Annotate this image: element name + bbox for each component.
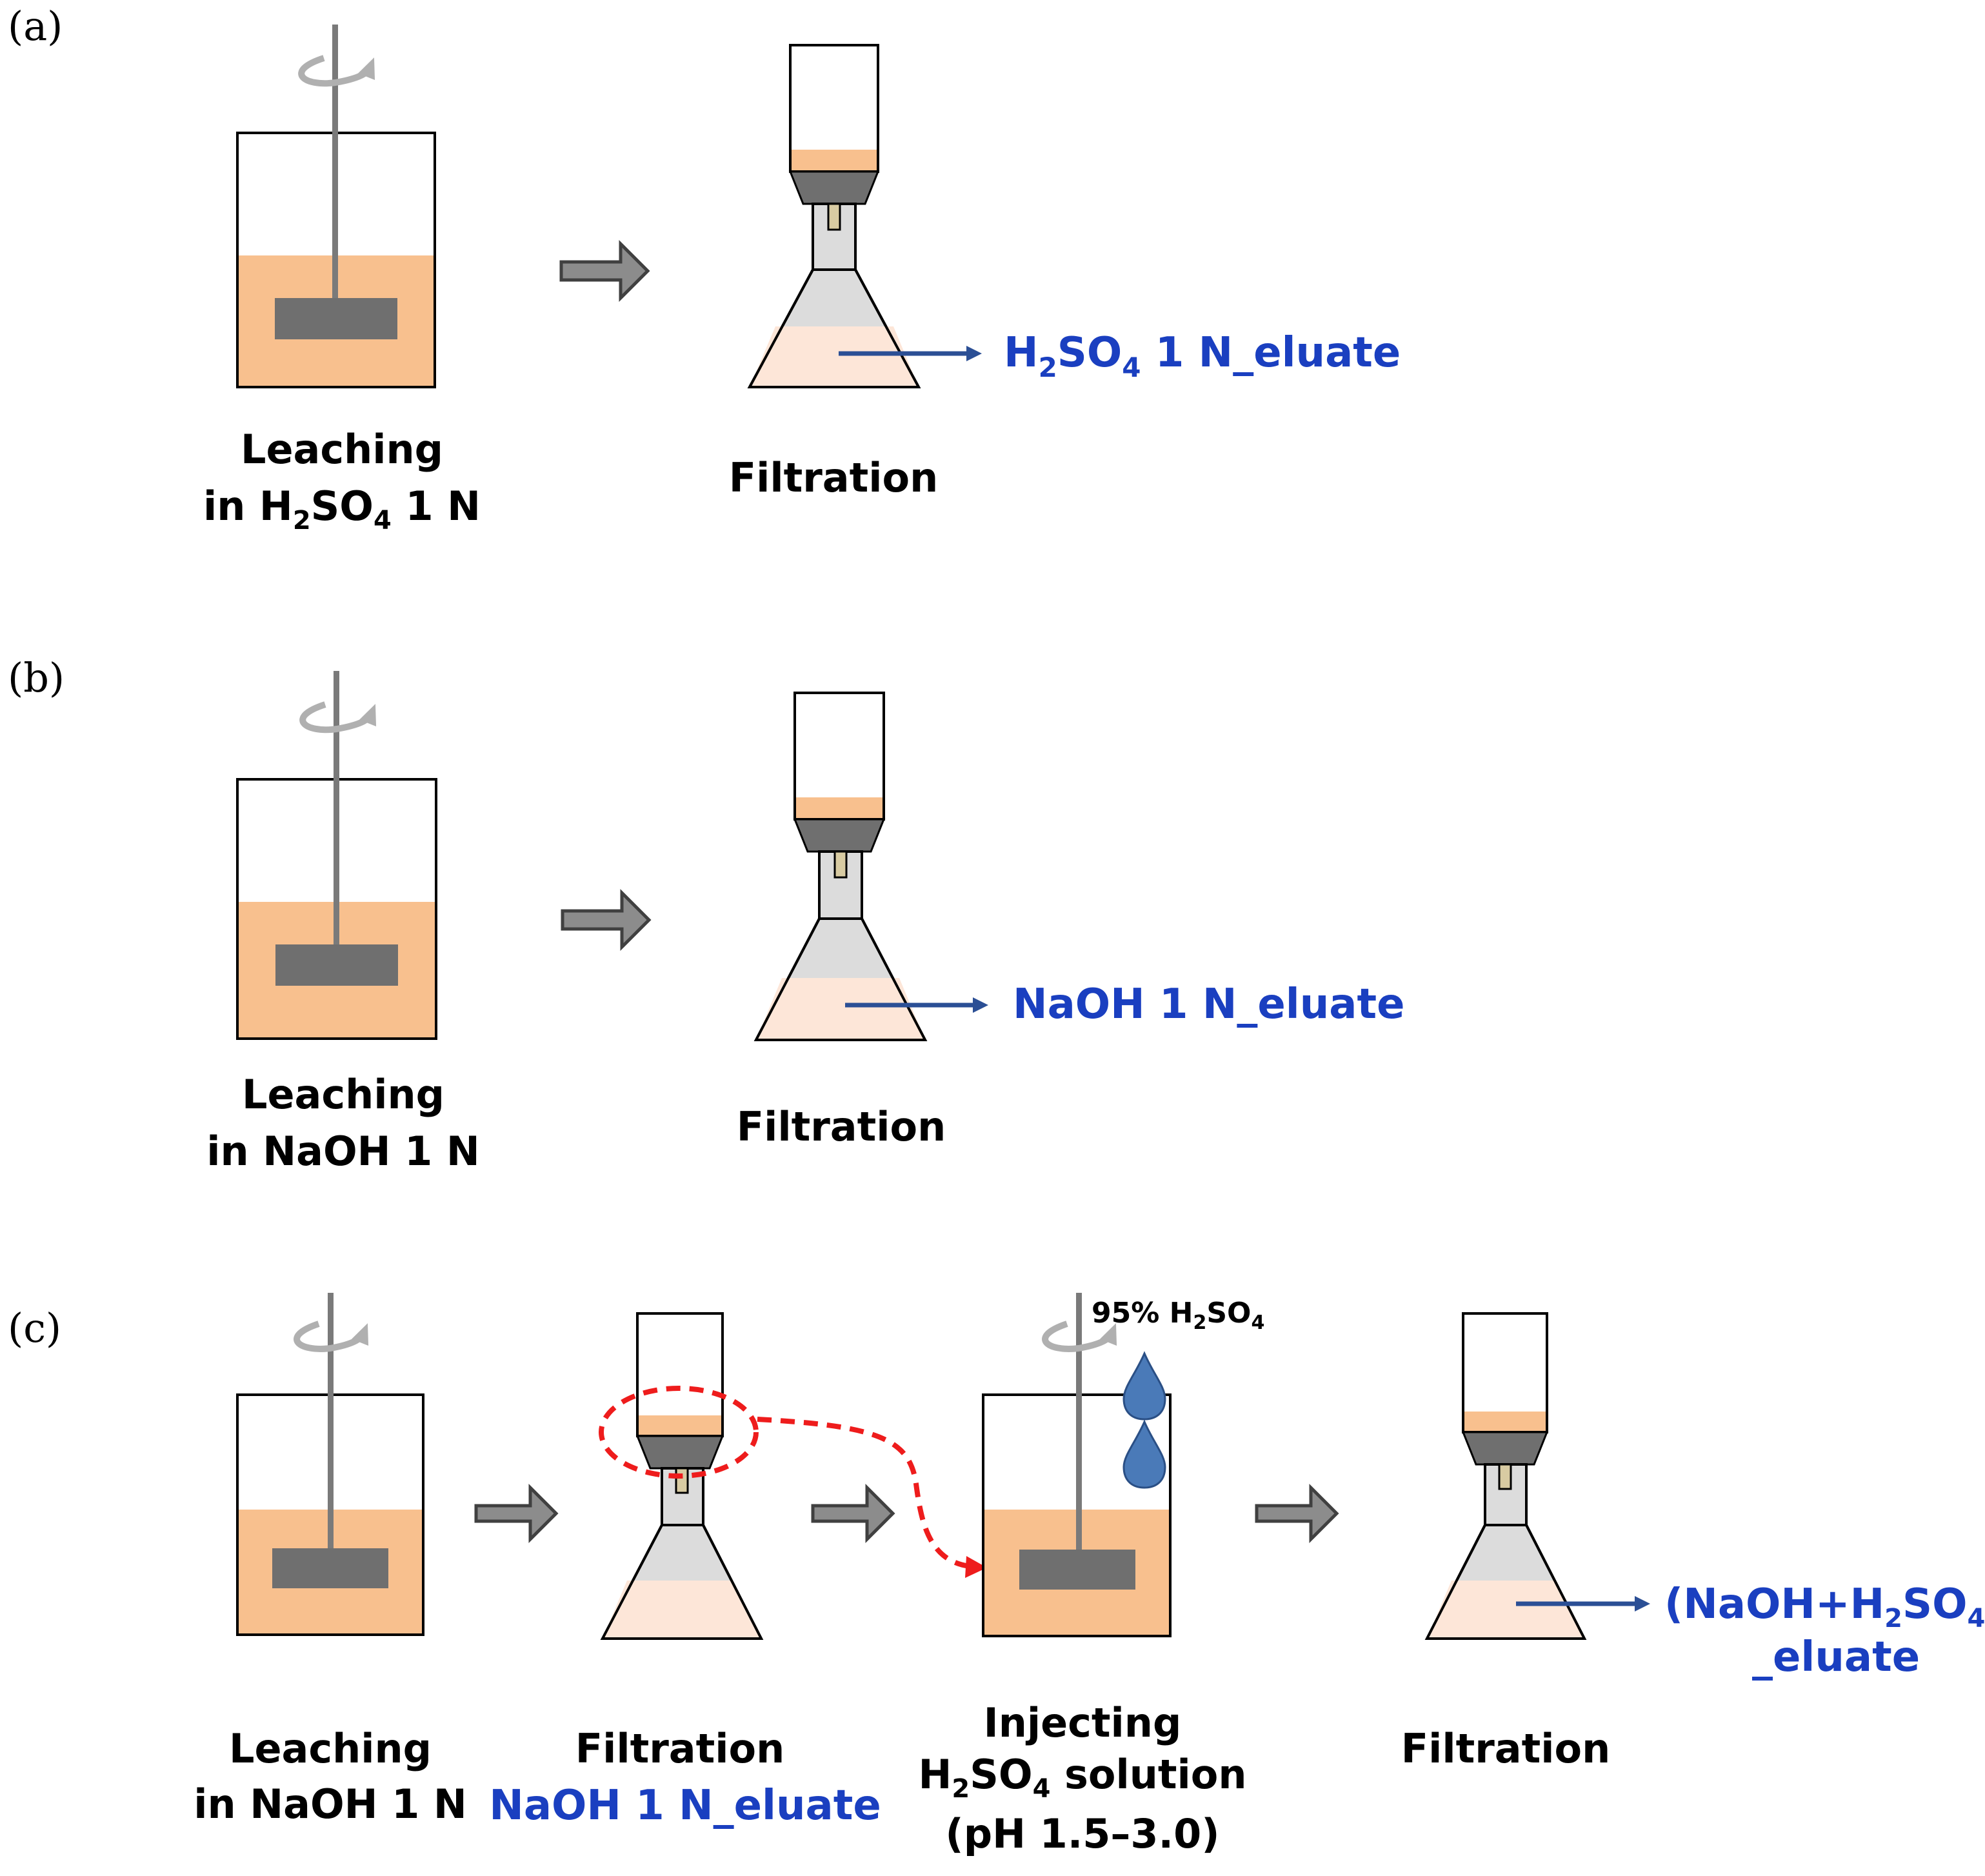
filtration-setup [1424, 1312, 1650, 1640]
leaching-beaker [236, 25, 436, 388]
funnel-residue [795, 797, 884, 819]
flask-filtrate [1427, 1581, 1584, 1639]
eluate-label: NaOH 1 N_eluate [1013, 981, 1404, 1028]
leaching-beaker [236, 671, 437, 1040]
panel-c-label: (c) [8, 1304, 61, 1352]
stirrer-shaft [1076, 1293, 1082, 1564]
residue-highlight-ellipse [599, 1386, 759, 1479]
drip-tube [1498, 1463, 1512, 1490]
process-arrow-icon [474, 1483, 559, 1544]
eluate-pointer-head-icon [973, 997, 988, 1013]
impeller [275, 298, 397, 339]
step2-eluate-label: NaOH 1 N_eluate [489, 1782, 881, 1830]
reagent-label: 95% H2SO4 [1092, 1297, 1264, 1334]
filtration-setup [753, 692, 988, 1041]
step1-caption-line1: Leaching [229, 1725, 432, 1772]
step1-caption-line2: in NaOH 1 N [206, 1128, 480, 1175]
final-eluate-label-line2: _eluate [1752, 1633, 1920, 1681]
process-arrow-icon [1255, 1483, 1339, 1544]
funnel-residue [637, 1415, 723, 1436]
step2-caption: Filtration [729, 454, 939, 501]
drip-tube [675, 1467, 689, 1494]
drip-tube [833, 850, 848, 879]
rotation-arrow-icon [298, 55, 375, 87]
panel-a: (a) Leaching in H2SO4 1 N H2SO4 1 N_elua [8, 3, 1401, 535]
funnel-cone [1461, 1431, 1549, 1466]
funnel-cone [793, 818, 886, 853]
funnel-cone [788, 170, 880, 205]
step1-caption-line2: in H2SO4 1 N [203, 483, 481, 535]
eluate-pointer-head-icon [1635, 1596, 1650, 1612]
step1-caption-line1: Leaching [242, 1071, 444, 1118]
filtration-setup [747, 44, 982, 388]
flask-filtrate [603, 1581, 761, 1639]
rotation-arrow-icon [1042, 1321, 1117, 1352]
process-arrow-icon [811, 1483, 895, 1544]
rotation-arrow-icon [299, 701, 377, 733]
impeller [1019, 1550, 1135, 1590]
stirrer-shaft [328, 1293, 334, 1564]
step2-caption: Filtration [737, 1103, 946, 1150]
panel-c: (c) Leaching in NaOH 1 N Filtration NaOH… [8, 1293, 1985, 1857]
step3-caption-line2: H2SO4 solution [918, 1751, 1246, 1804]
eluate-pointer-head-icon [966, 346, 982, 361]
stirrer-shaft [332, 25, 338, 323]
eluate-label: H2SO4 1 N_eluate [1004, 329, 1401, 383]
process-arrow-icon [559, 239, 650, 303]
process-arrow-icon [561, 888, 652, 952]
funnel-residue [790, 150, 878, 172]
step3-caption-line1: Injecting [984, 1699, 1182, 1746]
rotation-arrow-icon [294, 1321, 369, 1352]
funnel-residue [1463, 1412, 1547, 1432]
funnel-cone [635, 1435, 724, 1470]
residue-transfer-arrow [757, 1417, 971, 1569]
final-eluate-label-line1: (NaOH+H2SO4) [1664, 1581, 1985, 1633]
impeller [272, 1548, 388, 1588]
panel-b: (b) Leaching in NaOH 1 N NaOH 1 N_eluate… [8, 654, 1404, 1175]
acid-drop-icon [1122, 1351, 1166, 1421]
step3-caption-line3: (pH 1.5–3.0) [945, 1810, 1219, 1857]
impeller [275, 944, 398, 986]
step4-caption: Filtration [1401, 1725, 1611, 1772]
transfer-arrow-head-icon [965, 1556, 987, 1578]
panel-b-label: (b) [8, 654, 65, 701]
step2-caption: Filtration [575, 1725, 785, 1772]
acid-injection-beaker [982, 1293, 1172, 1637]
flask-filtrate [750, 326, 919, 387]
flask-filtrate [756, 978, 925, 1040]
leaching-beaker [236, 1293, 424, 1636]
flask-neck [818, 850, 863, 920]
acid-drop-icon [1122, 1419, 1166, 1489]
step1-caption-line2: in NaOH 1 N [194, 1781, 467, 1828]
stirrer-shaft [334, 671, 339, 969]
filtration-setup [599, 1312, 764, 1640]
step1-caption-line1: Leaching [241, 426, 443, 473]
drip-tube [827, 203, 841, 231]
panel-a-label: (a) [8, 3, 63, 50]
